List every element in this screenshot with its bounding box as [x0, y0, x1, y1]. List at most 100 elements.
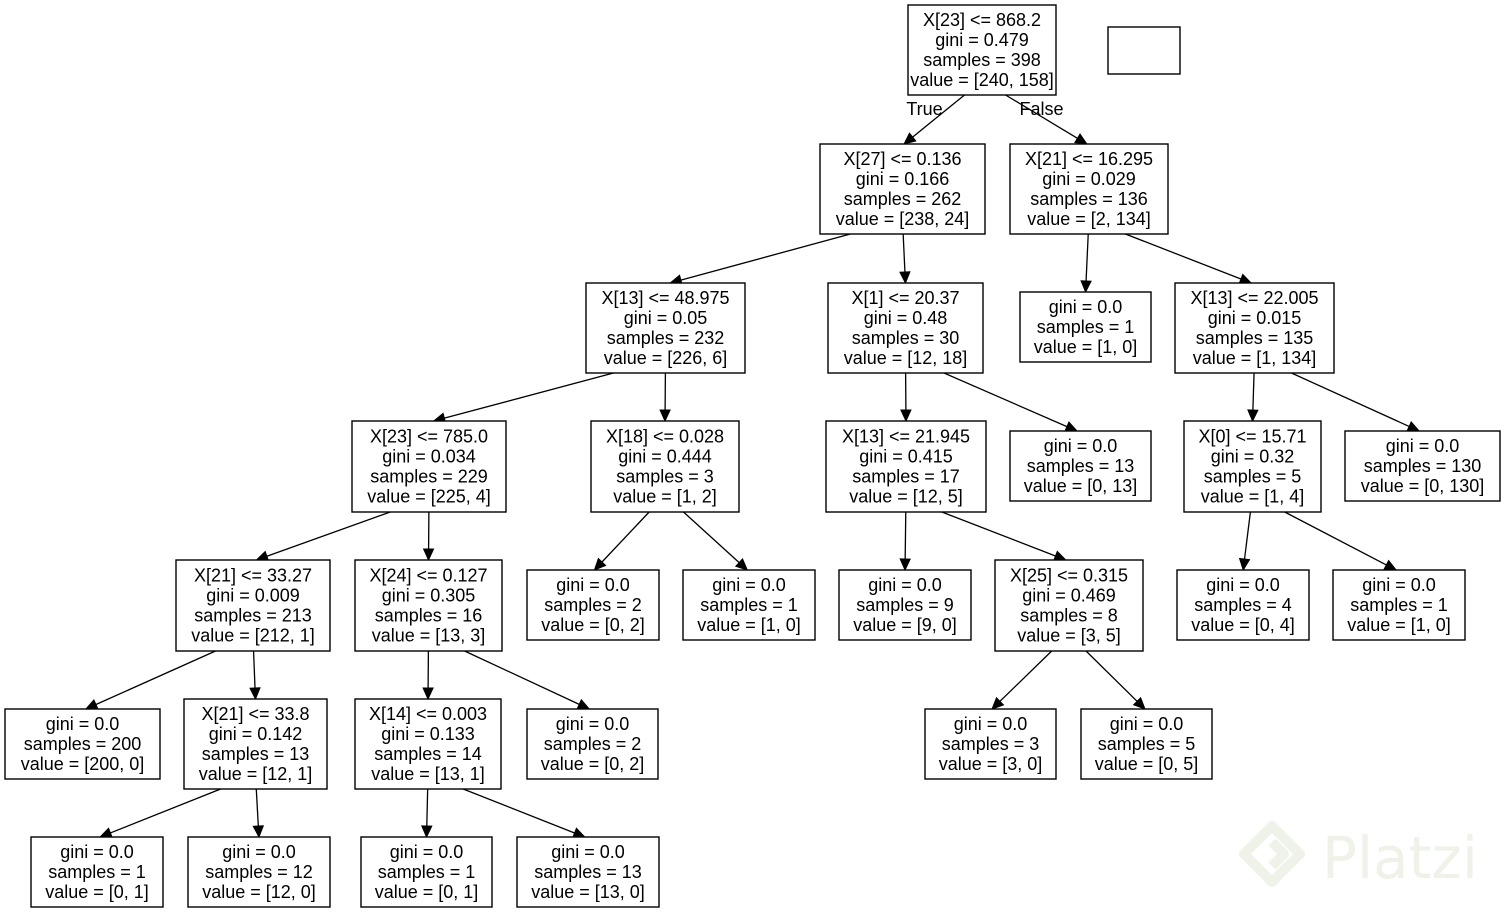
node-line: samples = 130 — [1364, 456, 1482, 476]
node-line: value = [12, 18] — [844, 348, 968, 368]
edge-line — [1284, 511, 1387, 566]
edge-n11-n20 — [1284, 511, 1398, 571]
edge-n23-n30 — [462, 788, 586, 839]
node-line: gini = 0.48 — [864, 308, 948, 328]
edge-n9-n18 — [941, 511, 1067, 562]
arrowhead — [252, 825, 265, 839]
node-line: samples = 1 — [1350, 595, 1448, 615]
edge-line — [1243, 511, 1252, 560]
node-box — [4, 708, 161, 780]
node-line: samples = 229 — [370, 467, 488, 487]
node-line: samples = 5 — [1098, 734, 1196, 754]
edge-n9-n17 — [899, 511, 911, 572]
node-line: value = [0, 1] — [375, 882, 479, 902]
node-box — [1176, 569, 1310, 641]
node-box — [183, 698, 328, 790]
node-line: X[24] <= 0.127 — [369, 566, 487, 586]
node-box — [825, 420, 987, 513]
node-line: samples = 262 — [844, 189, 962, 209]
node-line: gini = 0.444 — [618, 447, 712, 467]
node-line: samples = 14 — [374, 744, 482, 764]
node-line: X[18] <= 0.028 — [606, 427, 724, 447]
node-line: samples = 4 — [1194, 595, 1292, 615]
node-line: gini = 0.0 — [1206, 575, 1280, 595]
edge-n2-n5 — [1080, 233, 1092, 294]
node-box — [354, 559, 503, 652]
edge-line — [1005, 94, 1078, 139]
node-line: gini = 0.0 — [1386, 436, 1460, 456]
node-line: samples = 1 — [378, 862, 476, 882]
node-box — [994, 559, 1144, 652]
node-line: gini = 0.0 — [46, 714, 120, 734]
node-line: X[14] <= 0.003 — [369, 704, 487, 724]
node-line: X[21] <= 33.8 — [201, 704, 309, 724]
node-box — [1183, 420, 1322, 513]
node-line: gini = 0.034 — [382, 447, 476, 467]
edge-line — [680, 233, 851, 281]
node-line: X[1] <= 20.37 — [851, 288, 959, 308]
node-line: value = [1, 2] — [613, 487, 717, 507]
node-box — [360, 836, 493, 908]
edge-line — [110, 788, 221, 834]
node-box — [30, 836, 164, 908]
node-line: X[21] <= 33.27 — [194, 566, 312, 586]
node-line: samples = 8 — [1020, 606, 1118, 626]
edge-line — [941, 511, 1056, 557]
node-line: value = [3, 0] — [939, 754, 1043, 774]
node-box — [526, 569, 660, 641]
node-line: gini = 0.0 — [556, 714, 630, 734]
node-line: X[13] <= 22.005 — [1190, 288, 1318, 308]
arrowhead — [1052, 550, 1067, 562]
edge-line — [904, 511, 907, 560]
arrowhead — [899, 271, 911, 285]
node-box — [1019, 291, 1152, 363]
node-line: gini = 0.305 — [382, 586, 476, 606]
node-line: value = [1, 0] — [697, 615, 801, 635]
edge-line — [601, 511, 650, 563]
node-line: gini = 0.0 — [954, 714, 1028, 734]
node-line: samples = 5 — [1204, 467, 1302, 487]
node-line: gini = 0.0 — [1044, 436, 1118, 456]
edge-n7-n13 — [255, 511, 391, 562]
node-line: samples = 232 — [607, 328, 725, 348]
edge-n18-n25 — [991, 650, 1053, 710]
node-line: value = [238, 24] — [836, 209, 970, 229]
node-line: X[27] <= 0.136 — [843, 149, 961, 169]
node-line: samples = 2 — [544, 734, 642, 754]
edge-n2-n6 — [1125, 233, 1253, 285]
node-line: gini = 0.0 — [390, 842, 464, 862]
node-line: X[21] <= 16.295 — [1025, 149, 1153, 169]
edge-line — [464, 650, 580, 705]
edge-line — [683, 511, 740, 564]
node-line: X[23] <= 868.2 — [923, 10, 1041, 30]
node-line: value = [9, 0] — [853, 615, 957, 635]
arrowhead — [734, 557, 749, 571]
node-line: gini = 0.0 — [60, 842, 134, 862]
node-line: samples = 135 — [1196, 328, 1314, 348]
node-line: value = [225, 4] — [367, 487, 491, 507]
node-line: samples = 1 — [48, 862, 146, 882]
node-line: gini = 0.479 — [935, 30, 1029, 50]
node-line: samples = 213 — [194, 606, 312, 626]
node-box — [187, 836, 331, 908]
node-line: gini = 0.0 — [556, 575, 630, 595]
edge-n0-n1: True — [903, 94, 965, 145]
arrowhead — [1247, 409, 1259, 423]
node-line: samples = 13 — [202, 744, 310, 764]
platzi-logo-icon — [1239, 821, 1305, 887]
edge-n23-n29 — [421, 788, 433, 839]
